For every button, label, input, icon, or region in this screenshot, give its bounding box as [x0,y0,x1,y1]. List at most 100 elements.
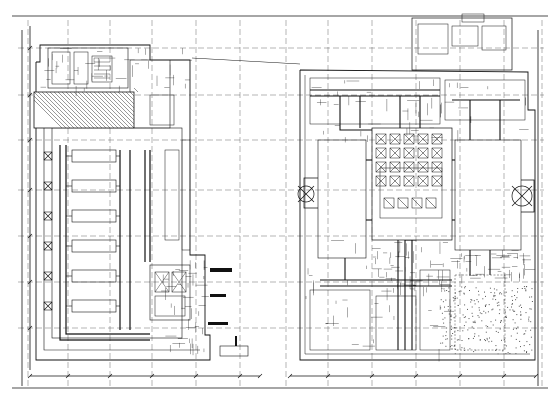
detail-dot [523,333,525,335]
detail-dot [477,301,479,303]
detail-dot [505,345,507,347]
detail-dot [486,339,488,341]
detail-dot [440,299,442,301]
detail-dot [478,307,480,309]
detail-dot [457,349,459,351]
hatch-line [77,91,115,129]
detail-dot [450,309,452,311]
detail-dot [451,345,453,347]
detail-dot [463,347,465,349]
detail-dot [468,338,469,340]
detail-dot [454,331,456,333]
detail-dot [492,298,494,300]
dim-tick [65,373,71,379]
detail-dot [492,324,494,326]
hatch-line [85,91,123,129]
detail-dot [463,316,465,318]
detail-dot [485,304,487,306]
detail-dot [484,291,485,293]
detail-dot [475,349,477,351]
detail-dot [474,320,476,322]
detail-dot [528,318,530,320]
hatch-line [61,91,99,129]
detail-dot [520,318,522,320]
detail-dot [521,307,522,308]
hatch-line [101,91,135,125]
equipment-unit [403,161,415,173]
detail-dot [453,300,455,302]
detail-dot [497,331,499,333]
detail-dot [520,314,522,316]
detail-dot [484,339,486,341]
detail-dot [520,311,522,313]
bottom-right-detail-pattern [440,286,533,355]
detail-dot [469,290,470,291]
detail-dot [467,329,469,331]
detail-dot [478,335,480,337]
detail-dot [504,341,506,343]
equipment-cross [375,175,387,187]
equipment-cross [417,147,429,159]
equipment-cross [417,133,429,145]
detail-dot [507,306,509,308]
hatch-line [33,95,67,129]
detail-dot [494,292,496,294]
detail-dot [516,297,518,299]
detail-dot [511,306,512,308]
detail-dot [445,299,447,301]
dimension-ticks [27,45,539,379]
detail-dot [440,307,442,309]
detail-dot [509,309,511,311]
equipment-unit [431,161,443,173]
detail-dot [454,344,456,346]
detail-dot [488,341,490,343]
detail-dot [500,321,501,323]
equipment-unit [431,175,443,187]
dim-tick [237,373,243,379]
detail-dot [509,353,511,354]
detail-dot [528,316,530,318]
detail-dot [526,286,528,287]
dim-tick [27,325,33,331]
detail-dot [514,310,516,312]
detail-dot [472,321,474,323]
detail-dot [454,296,456,298]
hatch-line [117,91,135,109]
equipment-cross [389,147,401,159]
detail-dot [450,329,452,330]
dim-tick [27,233,33,239]
detail-dot [517,326,519,328]
detail-dot [494,295,496,297]
detail-dot [446,290,448,291]
sheet-frame [12,15,548,389]
hatch-line [93,91,131,129]
equipment-cross [431,133,443,145]
detail-dot [525,312,527,314]
diffuser [43,211,53,221]
detail-dot [461,340,463,341]
detail-dot [515,299,517,301]
left-wing-hatched-corridor [33,87,139,129]
detail-dot [461,286,463,288]
equipment-cross [431,161,443,173]
equipment-cross [403,133,415,145]
dim-tick [27,45,33,51]
hatch-line [109,91,135,117]
detail-dot [441,312,443,314]
detail-dot [489,337,490,339]
dim-tick [27,92,33,98]
equipment-unit [417,147,429,159]
dim-tick [325,373,331,379]
dim-tick [533,373,539,379]
detail-dot [453,327,455,329]
detail-dot [471,299,473,301]
hatch-line [125,91,135,101]
duct-run [71,269,117,283]
detail-dot [484,305,486,307]
detail-dot [505,353,507,355]
detail-dot [451,335,453,337]
duct-run [71,209,117,223]
equipment-unit [417,133,429,145]
detail-dot [485,331,487,333]
detail-dot [524,333,526,335]
